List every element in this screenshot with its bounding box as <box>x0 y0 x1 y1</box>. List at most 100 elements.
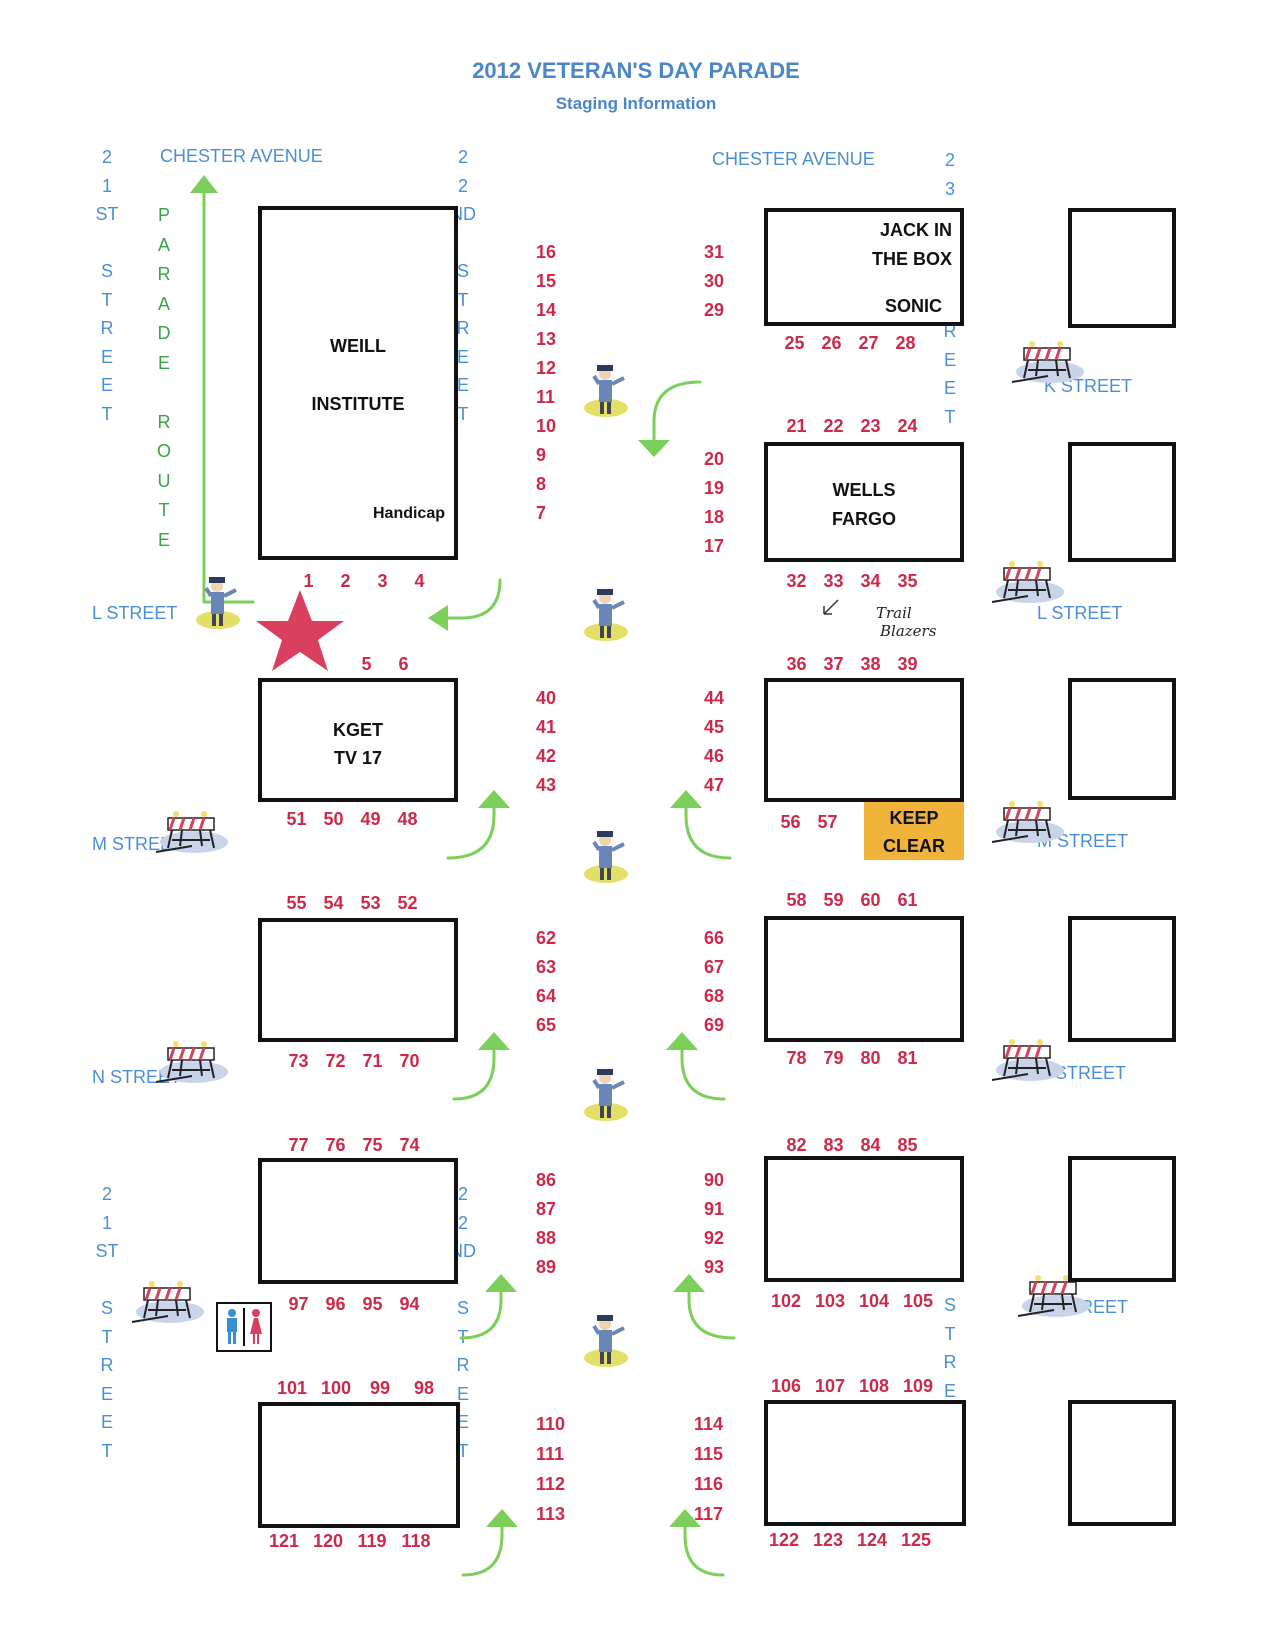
staging-position: 21 <box>786 416 807 436</box>
staging-position: 45 <box>704 717 725 737</box>
block-k-street-east <box>1068 208 1176 328</box>
staging-position: 37 <box>823 654 844 674</box>
staging-position: 9 <box>536 445 547 465</box>
arrow-up-icon <box>669 1509 701 1527</box>
staging-column-20-17: 20 19 18 17 <box>704 445 724 561</box>
staging-position: 76 <box>325 1135 346 1155</box>
staging-position: 112 <box>536 1474 566 1494</box>
staging-position: 89 <box>536 1257 557 1277</box>
staging-position: 48 <box>397 809 418 829</box>
staging-position: 64 <box>536 986 557 1006</box>
staging-position: 116 <box>694 1474 724 1494</box>
staging-position: 107 <box>814 1376 846 1396</box>
arrow-left-icon <box>428 605 448 631</box>
staging-position: 22 <box>823 416 844 436</box>
barricade-icon <box>128 1276 206 1331</box>
page-subtitle: Staging Information <box>555 94 717 113</box>
staging-position: 39 <box>897 654 918 674</box>
staging-position: 100 <box>320 1378 352 1398</box>
staging-column-110-113: 110 111 112 113 <box>536 1409 565 1529</box>
block-label-kget: KGET <box>332 720 383 740</box>
staging-position: 36 <box>786 654 807 674</box>
staging-column-16-7: 16 15 14 13 12 11 10 9 8 7 <box>536 238 556 528</box>
staging-column-66-69: 66 67 68 69 <box>704 924 724 1040</box>
staging-position: 6 <box>398 654 409 674</box>
staging-position: 34 <box>860 571 881 591</box>
staging-position: 120 <box>312 1531 344 1551</box>
annotation-arrow-icon <box>823 599 839 615</box>
staging-position: 80 <box>860 1048 881 1068</box>
staging-position: 59 <box>823 890 844 910</box>
staging-position: 69 <box>704 1015 725 1035</box>
barricade-icon <box>152 1036 230 1091</box>
staging-position: 58 <box>786 890 807 910</box>
staging-position: 28 <box>895 333 916 353</box>
staging-position: 26 <box>821 333 842 353</box>
staging-position: 84 <box>860 1135 881 1155</box>
traffic-officer-icon <box>196 574 240 635</box>
restroom-icon <box>216 1302 272 1357</box>
barricade-icon <box>1014 1270 1092 1325</box>
block-south-west <box>258 1402 460 1528</box>
staging-position: 23 <box>860 416 881 436</box>
block-m-street-north-east <box>1068 678 1176 800</box>
parade-route-line <box>202 190 255 604</box>
staging-position: 71 <box>362 1051 383 1071</box>
block-n-street-north-west <box>258 918 458 1042</box>
staging-position: 63 <box>536 957 557 977</box>
staging-position: 57 <box>817 812 838 832</box>
m-street-label-left: M STREET <box>92 834 184 854</box>
block-o-street-north-center <box>764 1156 964 1282</box>
staging-position: 119 <box>357 1531 387 1551</box>
staging-position: 10 <box>536 416 557 436</box>
block-label-sonic: SONIC <box>884 296 942 316</box>
staging-position: 111 <box>536 1444 565 1464</box>
turn-arrow-down-path <box>652 380 702 442</box>
block-n-street-north-center <box>764 916 964 1042</box>
staging-position: 19 <box>704 478 725 498</box>
staging-position: 75 <box>362 1135 383 1155</box>
handicap-label: Handicap <box>372 505 445 522</box>
staging-position: 101 <box>276 1378 308 1398</box>
staging-position: 16 <box>536 242 557 262</box>
staging-position: 83 <box>823 1135 844 1155</box>
staging-position: 46 <box>704 746 725 766</box>
staging-position: 125 <box>900 1530 932 1550</box>
arrow-down-icon <box>638 440 670 457</box>
staging-position: 66 <box>704 928 725 948</box>
staging-position: 5 <box>361 654 372 674</box>
staging-position: 70 <box>399 1051 420 1071</box>
block-label-weill: WEILL <box>330 336 386 356</box>
staging-position: 110 <box>536 1414 566 1434</box>
staging-position: 91 <box>704 1199 725 1219</box>
start-star-icon <box>256 590 344 671</box>
staging-position: 41 <box>536 717 557 737</box>
block-weill-institute: WEILL INSTITUTE Handicap <box>258 206 458 560</box>
staging-position: 121 <box>268 1531 300 1551</box>
staging-position: 104 <box>858 1291 890 1311</box>
staging-position: 15 <box>536 271 557 291</box>
staging-position: 74 <box>399 1135 420 1155</box>
traffic-officer-icon <box>584 362 628 423</box>
staging-column-40-43: 40 41 42 43 <box>536 684 556 800</box>
block-label-institute: INSTITUTE <box>311 394 405 414</box>
staging-position: 79 <box>823 1048 844 1068</box>
chester-avenue-label-left: CHESTER AVENUE <box>160 146 323 166</box>
staging-position: 12 <box>536 358 557 378</box>
turn-arrow-up-8-path <box>683 1523 725 1577</box>
arrow-up-icon <box>666 1032 698 1050</box>
block-label-wells: WELLS <box>832 480 896 500</box>
staging-position: 42 <box>536 746 557 766</box>
